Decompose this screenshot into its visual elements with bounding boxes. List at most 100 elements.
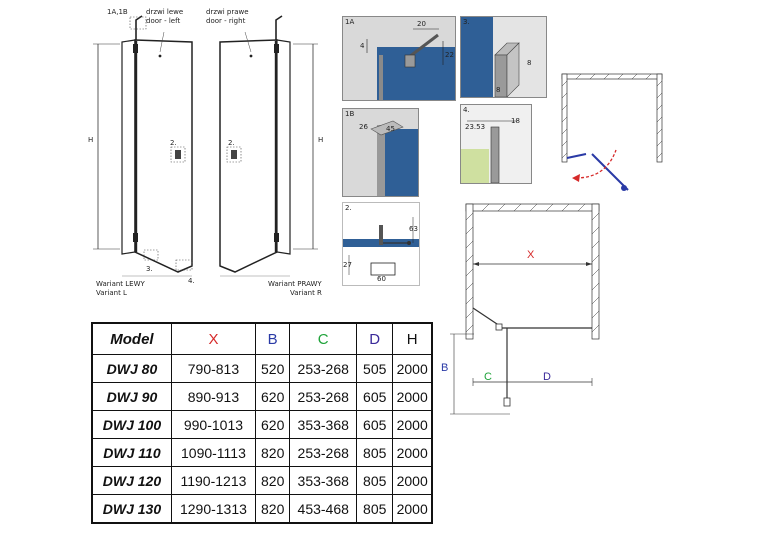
detail-4-tag: 4.	[463, 106, 470, 114]
plan-label-d: D	[543, 371, 551, 383]
cell-model: DWJ 90	[91, 382, 172, 411]
right-door-variant-1: Wariant PRAWY	[268, 280, 322, 288]
cell-c: 453-468	[289, 494, 358, 524]
cell-x: 1290-1313	[170, 494, 257, 524]
right-door-callout-4: 4.	[188, 277, 195, 285]
cell-b: 820	[254, 494, 291, 524]
cell-x: 890-913	[170, 382, 257, 411]
detail-3-dim-b: 8	[527, 59, 532, 67]
table-row: DWJ 100 990-1013 620 353-368 605 2000	[91, 410, 433, 439]
installation-plan	[450, 203, 600, 415]
detail-1a-photo: 1A 20 4 22	[342, 16, 456, 101]
cell-d: 805	[356, 466, 394, 495]
right-door-variant-2: Variant R	[290, 289, 322, 297]
cell-h: 2000	[392, 466, 433, 495]
detail-2-dim-c: 60	[377, 275, 386, 283]
left-door-caption-1: drzwi lewe	[146, 8, 184, 16]
table-row: DWJ 130 1290-1313 820 453-468 805 2000	[91, 494, 433, 524]
table-row: DWJ 80 790-813 520 253-268 505 2000	[91, 354, 433, 383]
detail-4-dim-a: 23.53	[465, 123, 486, 131]
cell-d: 605	[356, 410, 394, 439]
left-door-height-label: H	[88, 136, 94, 144]
right-door-caption-2: door - right	[206, 17, 246, 25]
detail-3-illustration	[461, 17, 546, 97]
right-door-callout-2: 2.	[228, 139, 235, 147]
cell-b: 820	[254, 466, 291, 495]
cell-x: 1190-1213	[170, 466, 257, 495]
left-door-drawing	[93, 15, 193, 277]
cell-c: 253-268	[289, 438, 358, 467]
header-d: D	[356, 322, 394, 355]
cell-d: 505	[356, 354, 394, 383]
table-row: DWJ 90 890-913 620 253-268 605 2000	[91, 382, 433, 411]
right-door-height-label: H	[318, 136, 324, 144]
cell-c: 253-268	[289, 382, 358, 411]
door-swing-plan	[561, 73, 663, 191]
left-door-caption-2: door - left	[146, 17, 181, 25]
detail-3-tag: 3.	[463, 18, 470, 26]
detail-3-photo: 3. 8 8	[460, 16, 547, 98]
left-door-callout: 1A,1B	[107, 8, 128, 16]
cell-h: 2000	[392, 354, 433, 383]
detail-1a-dim-c: 22	[445, 51, 454, 59]
detail-1a-illustration	[343, 17, 455, 100]
header-model: Model	[91, 322, 172, 355]
cell-model: DWJ 100	[91, 410, 172, 439]
detail-3-dim-a: 8	[496, 86, 501, 94]
detail-2-photo: 2. 63 27 60	[342, 202, 420, 286]
cell-c: 353-368	[289, 410, 358, 439]
header-h: H	[392, 322, 433, 355]
detail-1a-dim-b: 4	[360, 42, 365, 50]
detail-1a-dim-a: 20	[417, 20, 426, 28]
table-row: DWJ 120 1190-1213 820 353-368 805 2000	[91, 466, 433, 495]
detail-1b-illustration	[343, 109, 418, 196]
cell-b: 620	[254, 410, 291, 439]
header-x: X	[170, 322, 257, 355]
cell-model: DWJ 130	[91, 494, 172, 524]
cell-d: 805	[356, 494, 394, 524]
cell-model: DWJ 110	[91, 438, 172, 467]
detail-4-photo: 4. 23.53 18	[460, 104, 532, 184]
detail-4-dim-b: 18	[511, 117, 520, 125]
detail-1b-dim-a: 26	[359, 123, 368, 131]
plan-label-x: X	[527, 249, 535, 261]
right-door-drawing	[219, 15, 318, 277]
left-door-callout-2: 2.	[170, 139, 177, 147]
cell-x: 1090-1113	[170, 438, 257, 467]
cell-h: 2000	[392, 410, 433, 439]
cell-c: 253-268	[289, 354, 358, 383]
cell-h: 2000	[392, 494, 433, 524]
detail-1b-dim-b: 45	[386, 125, 395, 133]
plan-label-c: C	[484, 371, 492, 383]
cell-b: 520	[254, 354, 291, 383]
left-door-variant-1: Wariant LEWY	[96, 280, 145, 288]
detail-1b-photo: 1B 26 45	[342, 108, 419, 197]
left-door-variant-2: Variant L	[96, 289, 127, 297]
detail-4-illustration	[461, 105, 531, 183]
cell-h: 2000	[392, 438, 433, 467]
cell-h: 2000	[392, 382, 433, 411]
cell-d: 605	[356, 382, 394, 411]
detail-2-dim-b: 27	[343, 261, 352, 269]
detail-2-illustration	[343, 203, 419, 285]
cell-x: 790-813	[170, 354, 257, 383]
detail-2-dim-a: 63	[409, 225, 418, 233]
header-c: C	[289, 322, 358, 355]
spec-table-header-row: Model X B C D H	[91, 322, 433, 355]
left-door-callout-3: 3.	[146, 265, 153, 273]
plan-label-b: B	[441, 362, 449, 374]
right-door-caption-1: drzwi prawe	[206, 8, 249, 16]
cell-d: 805	[356, 438, 394, 467]
detail-1b-tag: 1B	[345, 110, 355, 118]
detail-2-tag: 2.	[345, 204, 352, 212]
cell-c: 353-368	[289, 466, 358, 495]
header-b: B	[254, 322, 291, 355]
cell-model: DWJ 80	[91, 354, 172, 383]
detail-1a-tag: 1A	[345, 18, 355, 26]
cell-b: 820	[254, 438, 291, 467]
cell-x: 990-1013	[170, 410, 257, 439]
table-row: DWJ 110 1090-1113 820 253-268 805 2000	[91, 438, 433, 467]
cell-b: 620	[254, 382, 291, 411]
spec-table: Model X B C D H DWJ 80 790-813 520 253-2…	[91, 322, 433, 524]
cell-model: DWJ 120	[91, 466, 172, 495]
